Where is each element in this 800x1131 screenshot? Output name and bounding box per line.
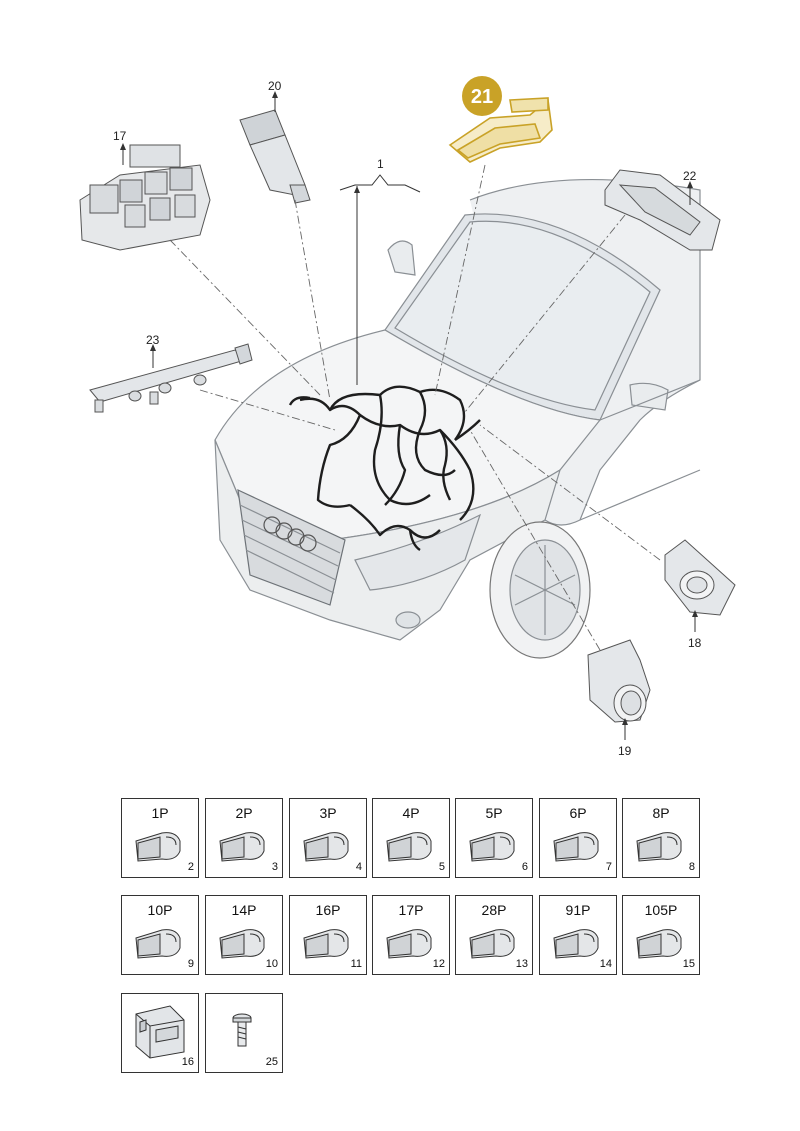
car-illustration [214, 179, 701, 659]
connector-icon [219, 929, 265, 959]
part-number: 12 [432, 958, 445, 970]
connector-icon [469, 929, 515, 959]
pin-count: 16P [315, 902, 341, 918]
connector-cell[interactable]: 6P 7 [539, 798, 617, 878]
connector-icon [553, 929, 599, 959]
callout-17: 17 [113, 129, 127, 143]
connector-cell[interactable]: 8P 8 [622, 798, 700, 878]
pin-count: 14P [231, 902, 257, 918]
pin-count: 5P [485, 805, 503, 821]
callout-20: 20 [268, 79, 282, 93]
housing-part-19 [587, 639, 651, 723]
part-number: 10 [265, 958, 278, 970]
connector-icon [303, 832, 349, 862]
pin-count: 105P [644, 902, 678, 918]
part-number: 6 [521, 861, 528, 873]
bracket-part-18 [664, 539, 736, 616]
connector-cell[interactable]: 16P 11 [289, 895, 367, 975]
connector-icon [303, 929, 349, 959]
pin-count: 3P [319, 805, 337, 821]
part-number: 2 [187, 861, 194, 873]
bolt-icon [232, 1013, 252, 1047]
callout-19: 19 [618, 744, 632, 758]
callout-21: 21 [471, 86, 493, 108]
cover-part-22 [604, 169, 721, 251]
control-unit-cell[interactable]: 16 [121, 993, 199, 1073]
bolt-cell[interactable]: 25 [205, 993, 283, 1073]
connector-cell[interactable]: 105P 15 [622, 895, 700, 975]
part-number: 11 [350, 958, 362, 970]
connector-cell[interactable]: 2P 3 [205, 798, 283, 878]
rail-part-23 [89, 343, 253, 413]
part-number: 3 [271, 861, 278, 873]
pin-count: 8P [652, 805, 670, 821]
connector-icon [469, 832, 515, 862]
connector-icon [386, 832, 432, 862]
pin-count: 17P [398, 902, 424, 918]
part-number: 16 [181, 1056, 194, 1068]
tray-part-21 [448, 97, 553, 163]
connector-part-20 [239, 109, 311, 204]
connector-icon [219, 832, 265, 862]
pin-count: 1P [151, 805, 169, 821]
connector-icon [386, 929, 432, 959]
connector-icon [636, 929, 682, 959]
part-number: 7 [605, 861, 612, 873]
connector-icon [135, 929, 181, 959]
part-number: 13 [515, 958, 528, 970]
pin-count: 6P [569, 805, 587, 821]
pin-count: 10P [147, 902, 173, 918]
callout-1: 1 [377, 157, 384, 171]
connector-cell[interactable]: 1P 2 [121, 798, 199, 878]
pin-count: 91P [565, 902, 591, 918]
part-number: 14 [599, 958, 612, 970]
part-number: 15 [682, 958, 695, 970]
callout-18: 18 [688, 636, 702, 650]
relay-box-part [79, 144, 211, 251]
connector-cell[interactable]: 14P 10 [205, 895, 283, 975]
part-number: 25 [265, 1056, 278, 1068]
connector-cell[interactable]: 5P 6 [455, 798, 533, 878]
part-number: 8 [688, 861, 695, 873]
callout-21-badge [462, 76, 502, 116]
parts-diagram: 17 20 21 22 23 18 [79, 76, 736, 758]
connector-icon [553, 832, 599, 862]
callout-23: 23 [146, 333, 160, 347]
connector-icon [636, 832, 682, 862]
pin-count: 2P [235, 805, 253, 821]
callout-1-bracket [339, 174, 421, 385]
connector-cell[interactable]: 91P 14 [539, 895, 617, 975]
connector-cell[interactable]: 28P 13 [455, 895, 533, 975]
connector-cell[interactable]: 10P 9 [121, 895, 199, 975]
leader-lines [169, 164, 661, 651]
connector-cell[interactable]: 3P 4 [289, 798, 367, 878]
part-number: 9 [187, 958, 194, 970]
connector-icon [135, 832, 181, 862]
pin-count: 28P [481, 902, 507, 918]
part-number: 4 [355, 861, 362, 873]
part-number: 5 [438, 861, 445, 873]
callout-22: 22 [683, 169, 697, 183]
connector-cell[interactable]: 4P 5 [372, 798, 450, 878]
pin-count: 4P [402, 805, 420, 821]
wiring-harness [288, 385, 481, 552]
control-unit-housing-icon [135, 1005, 185, 1059]
connector-cell[interactable]: 17P 12 [372, 895, 450, 975]
